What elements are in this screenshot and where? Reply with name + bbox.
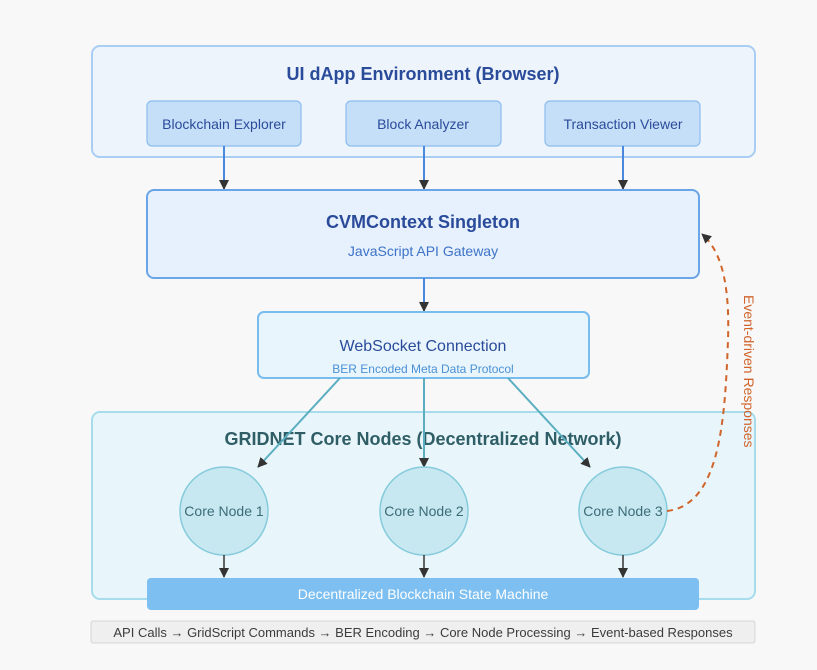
state-machine-label: Decentralized Blockchain State Machine bbox=[298, 586, 549, 602]
core-node-3[interactable]: Core Node 3 bbox=[578, 466, 668, 556]
core-node-2[interactable]: Core Node 2 bbox=[379, 466, 469, 556]
arrow-websocket-to-node-3 bbox=[507, 377, 591, 468]
dapp-label: Blockchain Explorer bbox=[162, 116, 286, 132]
browser-environment-title: UI dApp Environment (Browser) bbox=[286, 64, 559, 84]
browser-environment: UI dApp Environment (Browser) Blockchain… bbox=[91, 45, 756, 158]
dapp-blockchain-explorer[interactable]: Blockchain Explorer bbox=[146, 100, 302, 147]
core-node-label: Core Node 2 bbox=[384, 503, 464, 519]
cvmcontext-singleton[interactable]: CVMContext Singleton JavaScript API Gate… bbox=[146, 189, 700, 279]
cvmcontext-subtitle: JavaScript API Gateway bbox=[348, 243, 498, 259]
flow-summary-text: API Calls → GridScript Commands → BER En… bbox=[113, 625, 733, 640]
websocket-title: WebSocket Connection bbox=[340, 338, 507, 355]
cvmcontext-title: CVMContext Singleton bbox=[326, 212, 520, 232]
dapp-label: Transaction Viewer bbox=[563, 116, 682, 132]
dapp-label: Block Analyzer bbox=[377, 116, 469, 132]
websocket-connection[interactable]: WebSocket Connection BER Encoded Meta Da… bbox=[257, 311, 590, 379]
core-node-label: Core Node 1 bbox=[184, 503, 264, 519]
flow-summary: API Calls → GridScript Commands → BER En… bbox=[90, 620, 756, 644]
websocket-subtitle: BER Encoded Meta Data Protocol bbox=[332, 362, 513, 376]
arrow-websocket-to-node-1 bbox=[257, 377, 341, 468]
blockchain-state-machine[interactable]: Decentralized Blockchain State Machine bbox=[147, 578, 699, 610]
dapp-block-analyzer[interactable]: Block Analyzer bbox=[345, 100, 502, 147]
core-node-label: Core Node 3 bbox=[583, 503, 663, 519]
event-response-label: Event-driven Responses bbox=[741, 295, 757, 448]
core-node-1[interactable]: Core Node 1 bbox=[179, 466, 269, 556]
event-response-arrow bbox=[666, 233, 730, 512]
dapp-transaction-viewer[interactable]: Transaction Viewer bbox=[544, 100, 701, 147]
